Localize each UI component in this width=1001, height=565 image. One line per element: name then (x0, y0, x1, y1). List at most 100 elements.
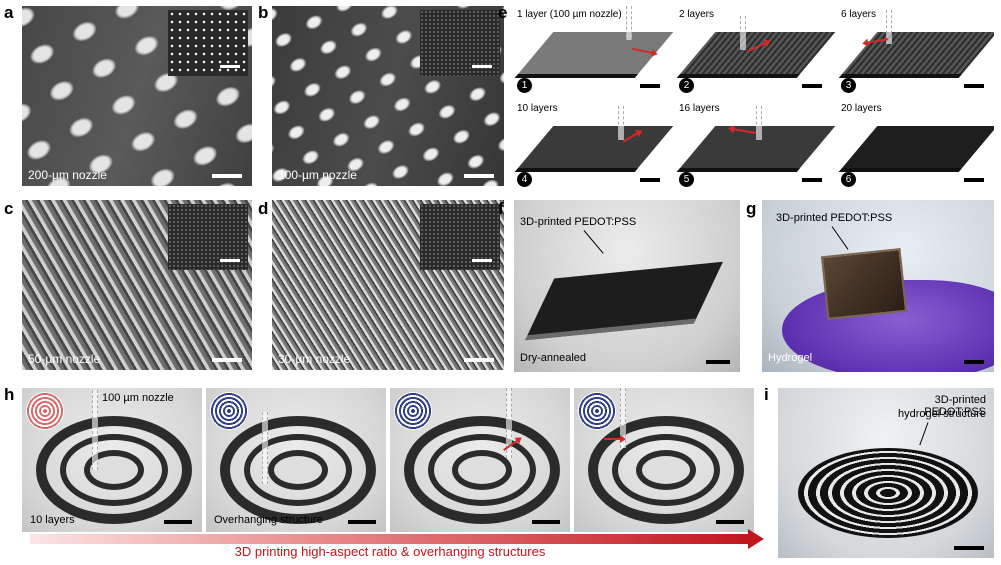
spiral-ring (244, 434, 352, 506)
nozzle-icon (506, 388, 512, 458)
panel-letter-i: i (764, 385, 769, 404)
panel-d-sem: 30-µm nozzle (272, 200, 504, 370)
panel-b-sem: 100-µm nozzle (272, 6, 504, 186)
panel-e-layers: 1 layer (100 µm nozzle) 1 2 layers 2 6 l… (514, 6, 994, 190)
spiral-ring (588, 416, 744, 524)
panel-letter-f: f (498, 199, 504, 218)
condition-label: Hydrogel (768, 352, 813, 364)
scale-bar (348, 520, 376, 524)
tile-label: 10 layers (517, 103, 558, 114)
panel-letter-g: g (746, 199, 757, 218)
panel-letter-c: c (4, 199, 14, 218)
nozzle-icon (92, 390, 98, 470)
printed-slab (838, 126, 994, 172)
spiral-ring (636, 450, 696, 490)
spiral-ring (36, 416, 192, 524)
tile-label: 2 layers (679, 9, 715, 20)
film-callout: 3D-printed PEDOT:PSS (776, 212, 893, 224)
callout-line (919, 422, 929, 446)
spiral-ring (612, 434, 720, 506)
panel-letter-h: h (4, 385, 15, 404)
scale-bar (964, 178, 984, 182)
scale-bar (220, 65, 240, 68)
spiral-frame-3 (390, 388, 570, 532)
layer-tile-6: 20 layers 6 (838, 100, 994, 190)
nozzle-label: 100 µm nozzle (102, 392, 174, 404)
scale-bar (164, 520, 192, 524)
printed-slab (514, 126, 674, 172)
inset-image (168, 204, 248, 270)
panel-c-sem: 50-µm nozzle (22, 200, 252, 370)
panel-g-photo: 3D-printed PEDOT:PSS Hydrogel (762, 200, 994, 372)
callout-line (583, 230, 604, 254)
panel-letter-d: d (258, 199, 269, 218)
spiral-frame-2: Overhanging structure (206, 388, 386, 532)
nozzle-icon (740, 16, 746, 50)
scale-bar (964, 360, 984, 364)
scale-bar (464, 174, 494, 178)
step-badge: 2 (679, 78, 694, 93)
layers-label: 10 layers (30, 514, 75, 526)
nozzle-label: 200-µm nozzle (28, 168, 107, 182)
scale-bar (212, 174, 242, 178)
printed-slab (676, 32, 836, 78)
scale-bar (716, 520, 744, 524)
panel-letter-e: e (498, 3, 508, 22)
overhang-label: Overhanging structure (214, 514, 323, 526)
spiral-frame-4 (574, 388, 754, 532)
panel-a-sem: 200-µm nozzle (22, 6, 252, 186)
panel-h-caption: 3D printing high-aspect ratio & overhang… (234, 544, 546, 559)
spiral-blue-icon (394, 392, 432, 430)
nozzle-icon (756, 106, 762, 140)
step-badge: 4 (517, 172, 532, 187)
scale-bar (212, 358, 242, 362)
nozzle-label: 100-µm nozzle (278, 168, 357, 182)
printed-slab (514, 32, 674, 78)
structure-callout-line2: hydrogel structure (897, 408, 986, 420)
tile-label: 16 layers (679, 103, 720, 114)
hydrogel-film (820, 247, 908, 321)
layer-tile-5: 16 layers 5 (676, 100, 836, 190)
hydrogel-spiral (798, 448, 978, 538)
printed-film (525, 261, 723, 341)
scale-bar (472, 65, 492, 68)
scale-bar (472, 259, 492, 262)
scale-bar (464, 358, 494, 362)
scale-bar (802, 178, 822, 182)
nozzle-icon (620, 388, 626, 448)
spiral-blue-icon (210, 392, 248, 430)
scale-bar (220, 259, 240, 262)
panel-f-photo: 3D-printed PEDOT:PSS Dry-annealed (514, 200, 740, 372)
tile-label: 6 layers (841, 9, 877, 20)
spiral-ring (428, 434, 536, 506)
tile-label: 1 layer (100 µm nozzle) (517, 9, 622, 20)
step-badge: 3 (841, 78, 856, 93)
spiral-ring (268, 450, 328, 490)
layer-tile-4: 10 layers 4 (514, 100, 674, 190)
spiral-frame-1: 100 µm nozzle 10 layers (22, 388, 202, 532)
scale-bar (532, 520, 560, 524)
progress-arrow (30, 529, 764, 549)
spiral-ring (452, 450, 512, 490)
spiral-blue-icon (578, 392, 616, 430)
layer-tile-2: 2 layers 2 (676, 6, 836, 96)
scale-bar (640, 178, 660, 182)
spiral-ring (60, 434, 168, 506)
step-badge: 5 (679, 172, 694, 187)
scale-bar (706, 360, 730, 364)
inset-image (168, 10, 248, 76)
nozzle-icon (262, 412, 268, 484)
nozzle-icon (626, 6, 632, 40)
scale-bar (640, 84, 660, 88)
nozzle-label: 30-µm nozzle (278, 352, 351, 366)
condition-label: Dry-annealed (520, 352, 587, 364)
layer-tile-3: 6 layers 3 (838, 6, 994, 96)
nozzle-label: 50-µm nozzle (28, 352, 101, 366)
panel-letter-a: a (4, 3, 14, 22)
step-badge: 1 (517, 78, 532, 93)
structure-callout-line1: 3D-printed PEDOT:PSS (924, 394, 986, 418)
spiral-red-icon (26, 392, 64, 430)
inset-image (420, 204, 500, 270)
scale-bar (802, 84, 822, 88)
scale-bar (964, 84, 984, 88)
